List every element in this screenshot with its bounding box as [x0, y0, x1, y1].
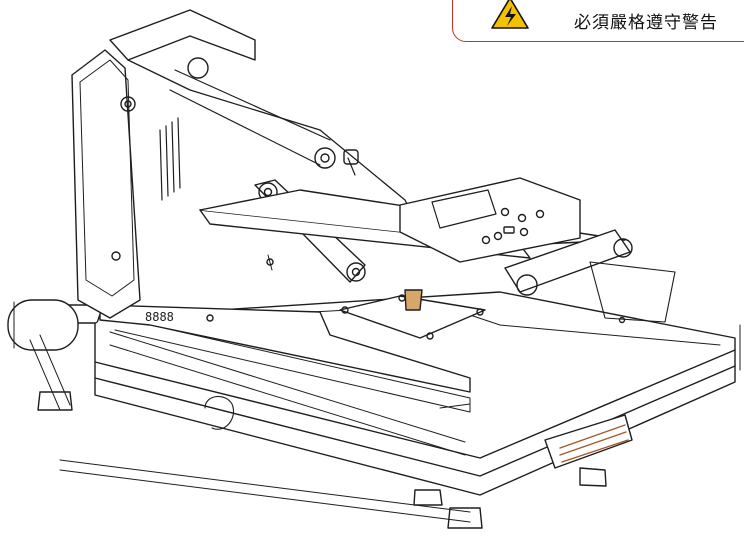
control-panel — [399, 177, 581, 263]
svg-text:8888: 8888 — [145, 310, 174, 324]
center-cylinder — [204, 254, 274, 430]
pressure-mount — [339, 289, 486, 340]
high-voltage-warning-icon — [491, 0, 529, 29]
lower-platen-recess — [99, 304, 471, 413]
lower-drawer — [544, 414, 633, 469]
upper-arm — [109, 9, 421, 231]
front-handle — [504, 229, 633, 296]
warning-text: 必須嚴格遵守警告 — [574, 13, 718, 33]
base-cylinder — [7, 299, 79, 411]
feet — [37, 391, 607, 529]
right-platen — [589, 261, 741, 371]
left-frame — [71, 49, 181, 319]
